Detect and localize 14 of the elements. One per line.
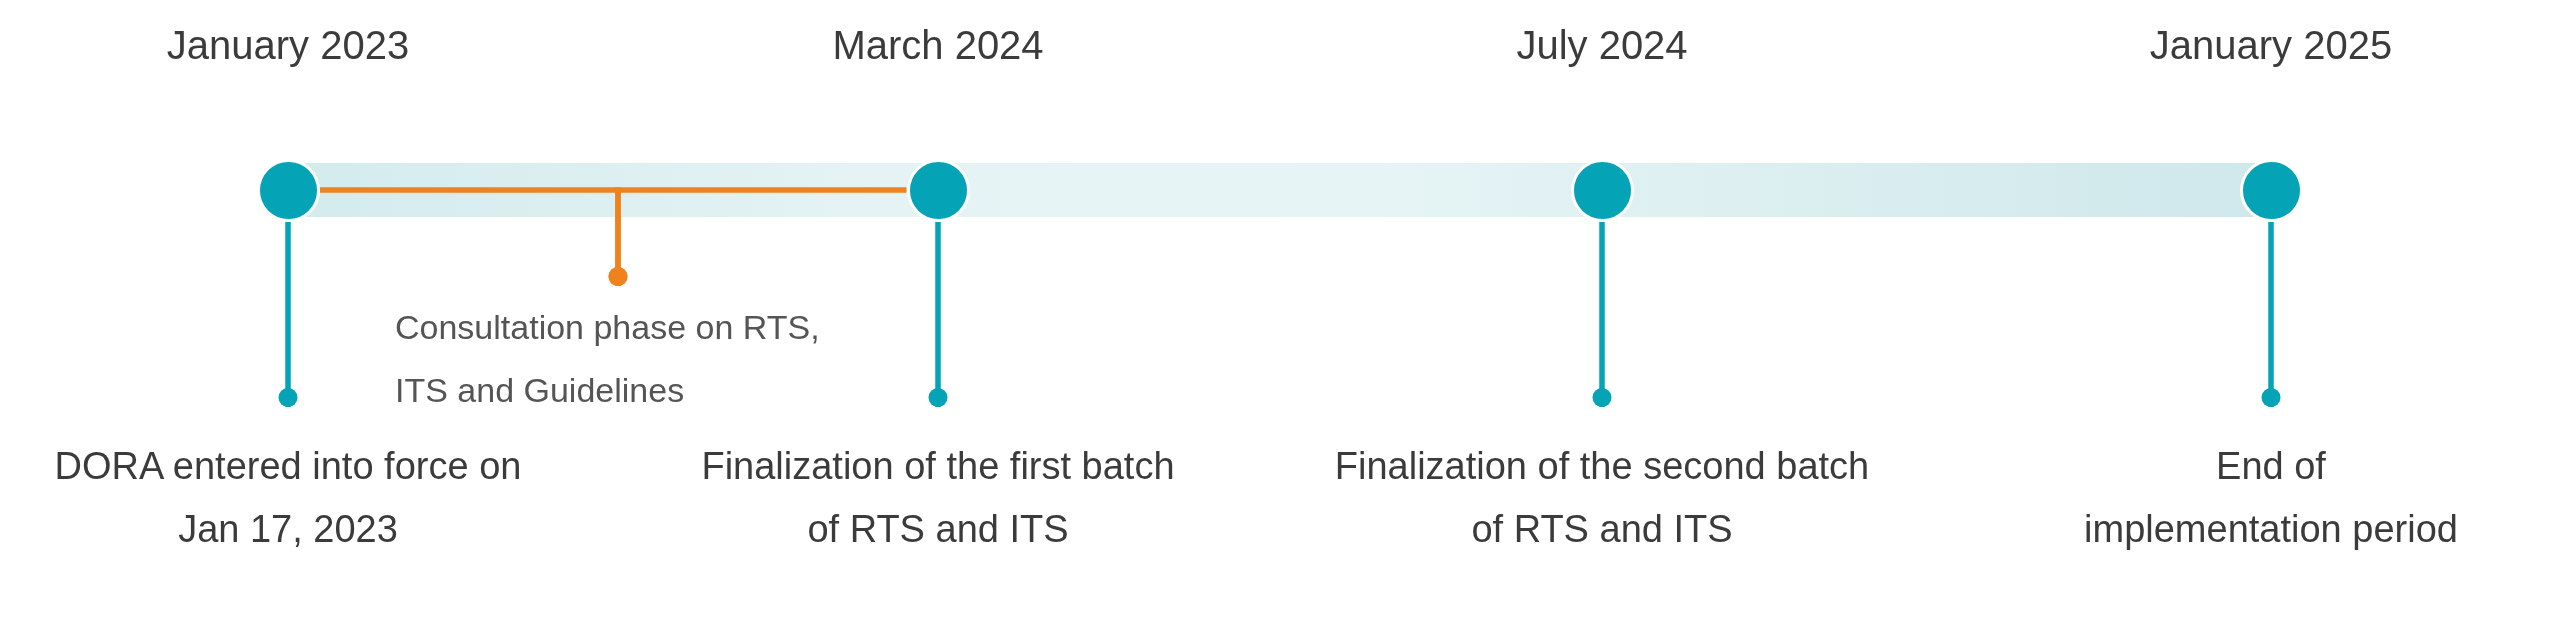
date-label: July 2024 — [1516, 22, 1688, 69]
milestone-description: End of implementation period — [2083, 444, 2459, 552]
milestone-description: Finalization of the second batch of RTS and ITS — [1333, 444, 1871, 552]
phase-description: Consultation phase on RTS, ITS and Guidelines — [395, 307, 821, 411]
connector-line — [608, 187, 907, 286]
date-label: January 2025 — [2149, 22, 2393, 69]
milestone-description: DORA entered into force on Jan 17, 2023 — [53, 444, 523, 552]
date-label: January 2023 — [166, 22, 410, 69]
connector-line — [2261, 221, 2281, 407]
date-label: March 2024 — [832, 22, 1044, 69]
connector-line — [928, 221, 948, 407]
milestone-description: Finalization of the first batch of RTS and ITS — [700, 444, 1176, 552]
connector-line — [278, 221, 298, 407]
connector-line — [1592, 221, 1612, 407]
